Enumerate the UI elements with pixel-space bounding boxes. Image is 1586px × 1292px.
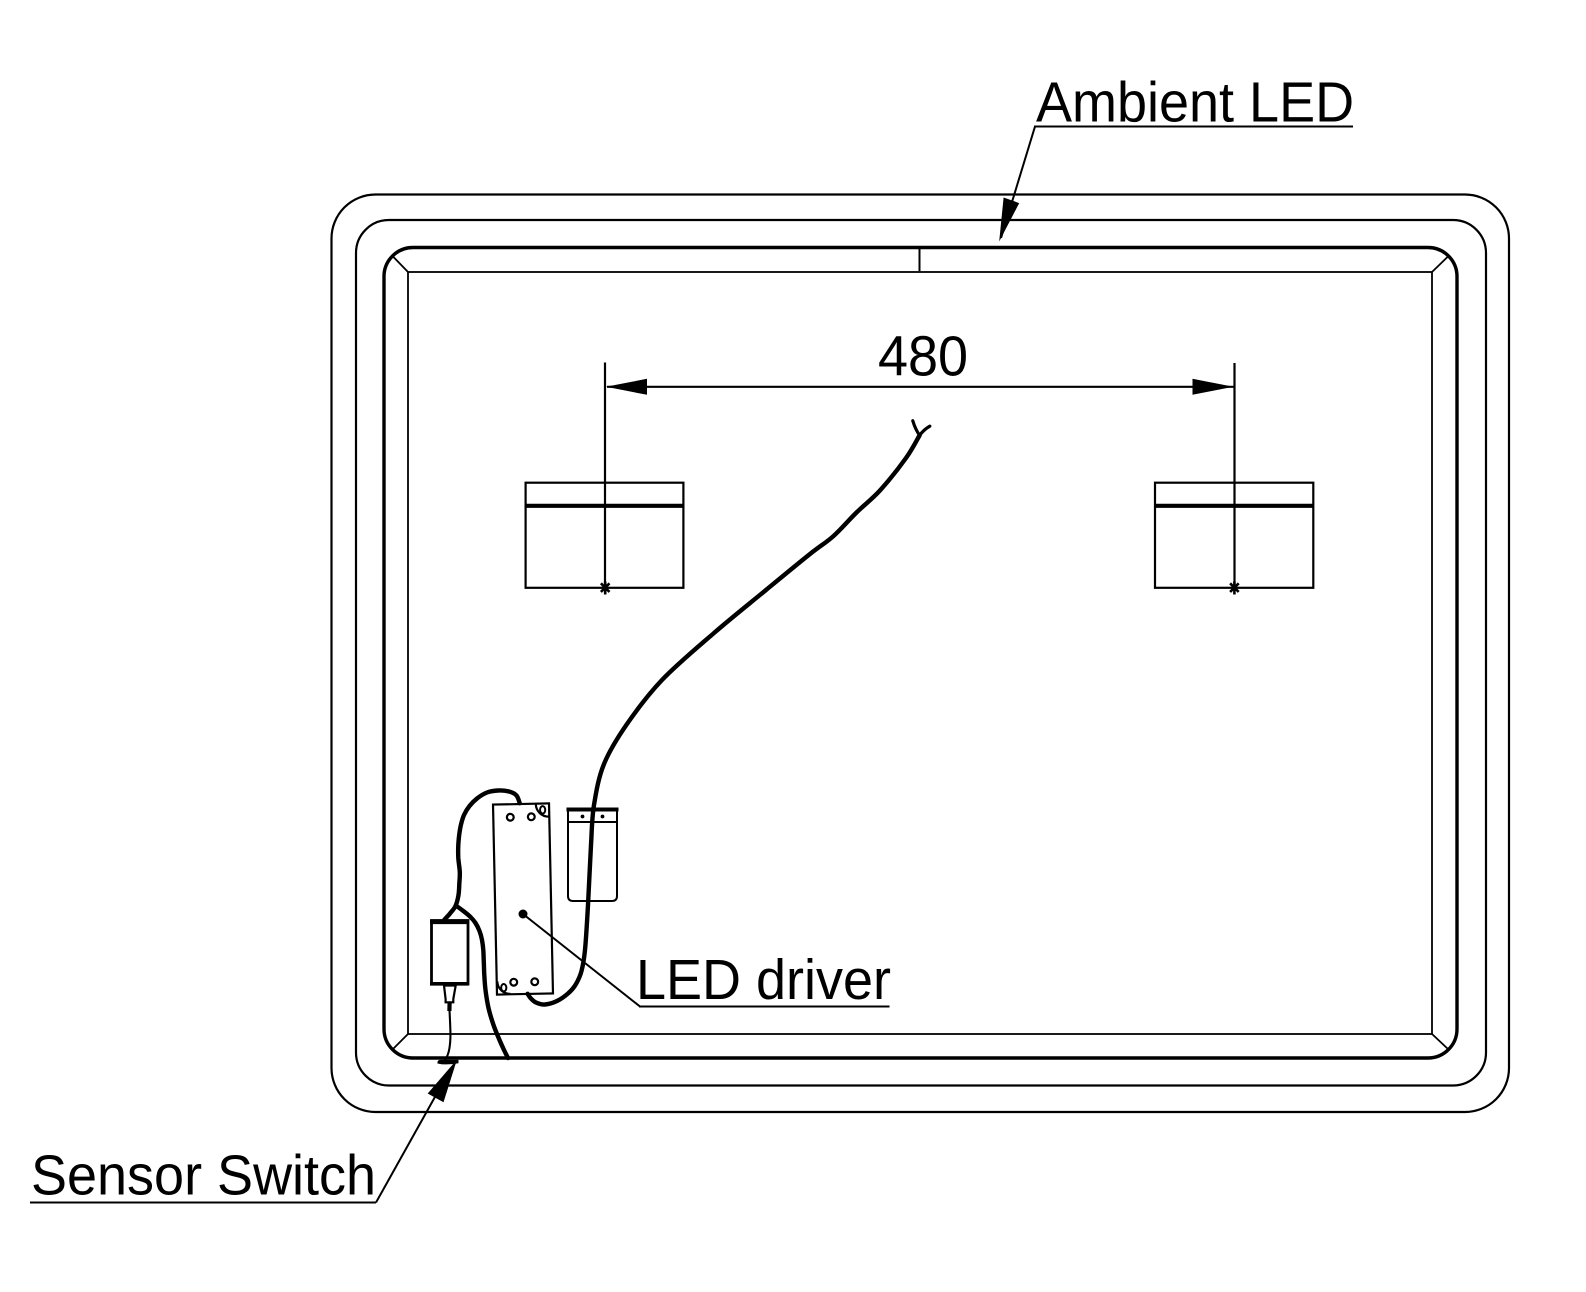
svg-text:LED driver: LED driver bbox=[636, 948, 891, 1011]
svg-text:Sensor Switch: Sensor Switch bbox=[31, 1144, 376, 1207]
svg-text:480: 480 bbox=[878, 325, 968, 388]
svg-text:Ambient LED: Ambient LED bbox=[1036, 71, 1354, 134]
